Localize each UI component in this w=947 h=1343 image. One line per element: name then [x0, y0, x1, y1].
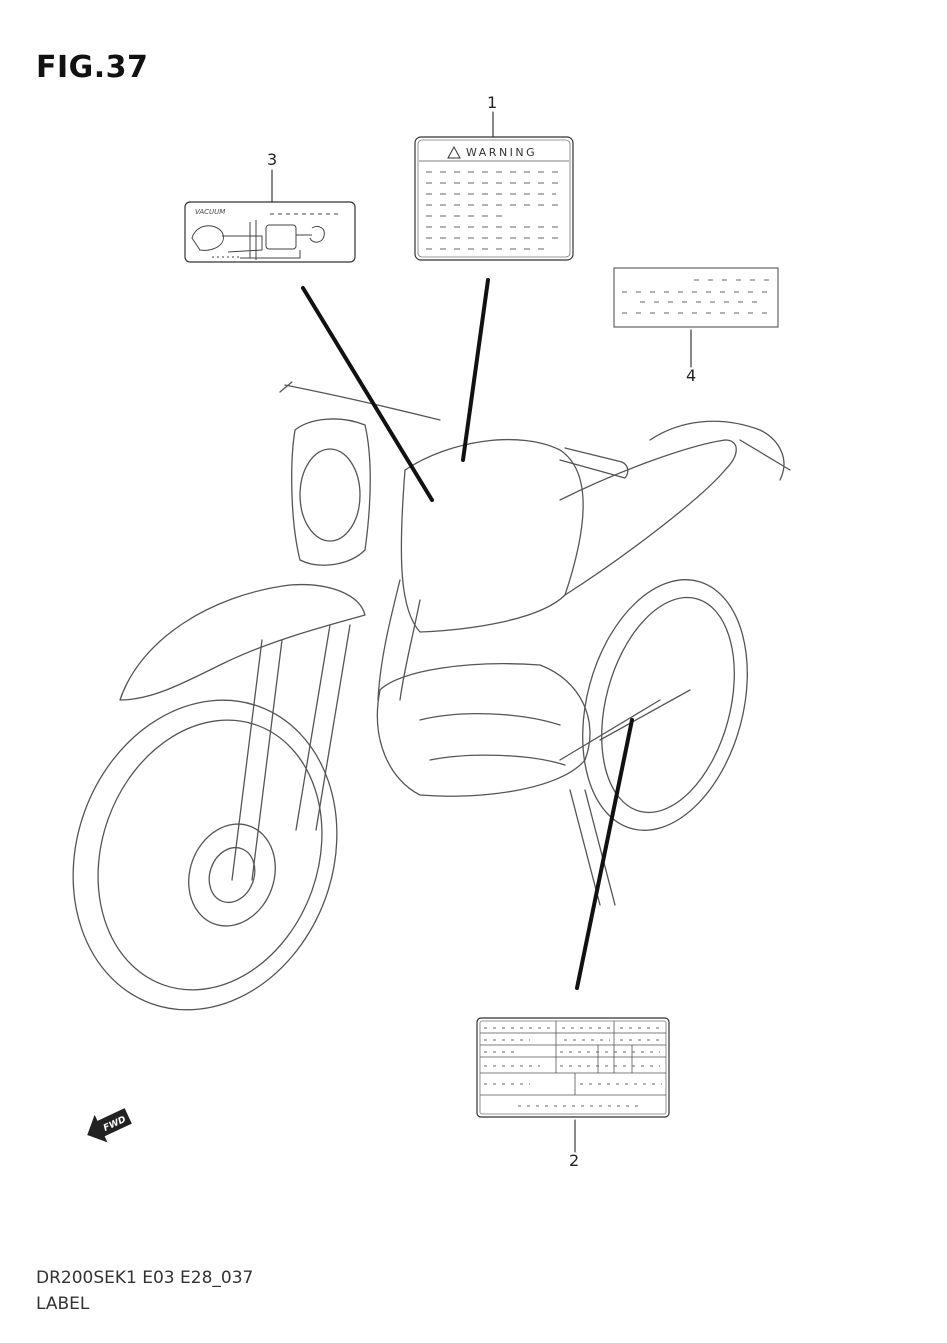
headlight	[299, 448, 361, 542]
label-3-text: VACUUM	[195, 208, 225, 216]
label-3-vacuum: VACUUM	[184, 201, 356, 263]
footer-model-code: DR200SEK1 E03 E28_037	[36, 1268, 254, 1288]
warning-triangle-icon	[447, 145, 461, 159]
rear-fender	[649, 420, 791, 481]
front-fender	[119, 583, 366, 701]
label-1-warning: WARNING	[414, 136, 574, 261]
engine	[376, 663, 591, 797]
handlebar-left	[279, 381, 441, 421]
callout-number-3: 3	[267, 150, 278, 169]
label-4	[613, 267, 779, 328]
rear-tire-inner	[601, 596, 735, 814]
rear-tire-outer	[582, 579, 748, 831]
callout-number-4: 4	[686, 366, 697, 385]
headlight-cover	[291, 418, 371, 566]
swing-arm	[559, 689, 691, 761]
label-2-info-table	[476, 1017, 670, 1118]
front-forks	[231, 624, 351, 881]
leader-line-3	[301, 286, 434, 502]
callout-number-2: 2	[569, 1151, 580, 1170]
leader-line-2	[575, 718, 634, 990]
fwd-arrow-icon: FWD	[87, 1108, 132, 1143]
side-stand	[569, 789, 616, 906]
figure-title: FIG.37	[36, 50, 149, 85]
callout-number-1: 1	[487, 93, 498, 112]
fuel-tank	[400, 438, 584, 633]
handlebar-right	[559, 447, 629, 479]
footer-section-name: LABEL	[36, 1294, 90, 1314]
seat	[559, 439, 737, 596]
motorcycle-drawing	[72, 381, 791, 1011]
front-tire-inner	[97, 719, 323, 991]
label-1-heading: WARNING	[466, 146, 537, 159]
front-hub	[188, 823, 276, 927]
front-tire-outer	[72, 699, 338, 1011]
leader-lines	[271, 111, 692, 1153]
leader-line-1	[461, 278, 490, 462]
